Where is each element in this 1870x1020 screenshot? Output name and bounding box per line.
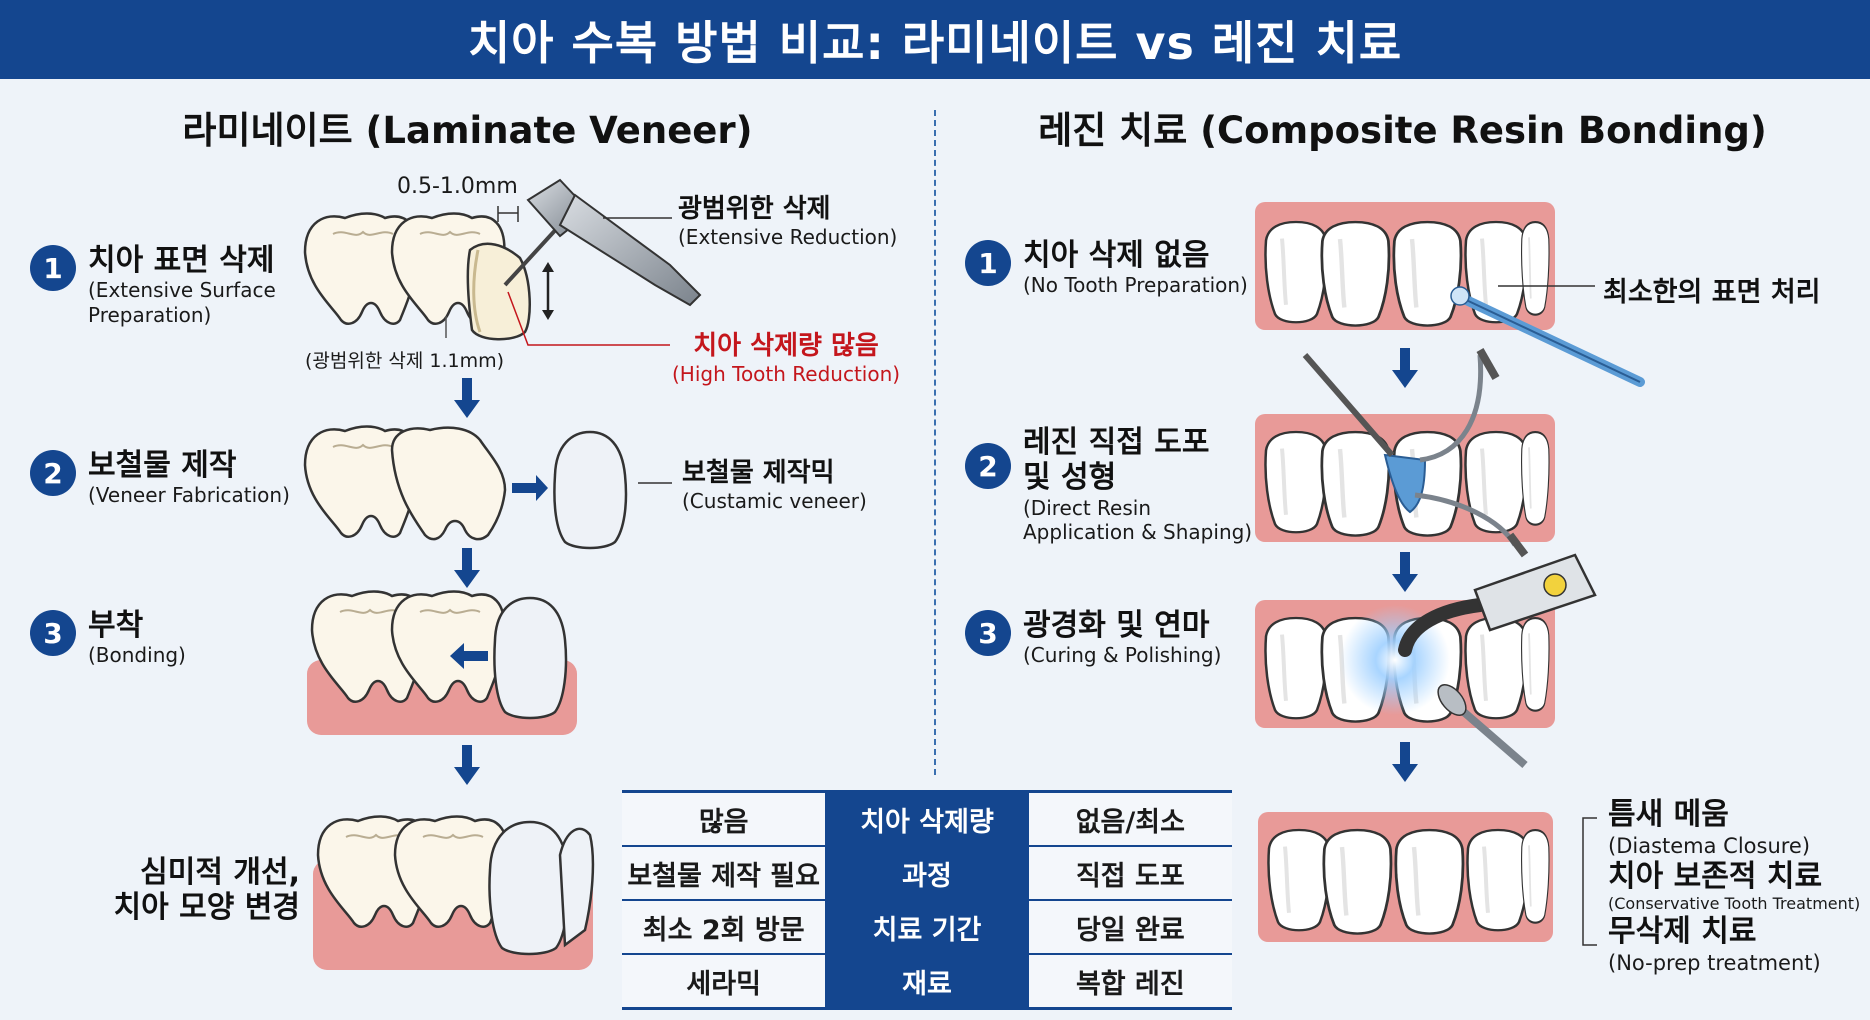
outcome-1-ko: 틈새 메움 <box>1608 797 1729 832</box>
veneer-label: 보철물 제작믹 (Custamic veneer) <box>682 452 867 513</box>
step-subtitle: (No Tooth Preparation) <box>1023 273 1248 298</box>
curing-light-icon <box>1398 553 1597 657</box>
step-title: 부착 <box>88 608 144 643</box>
step-subtitle: (Direct Resin Application & Shaping) <box>1023 495 1253 545</box>
laminate-cell: 보철물 제작 필요 <box>622 846 826 901</box>
laminate-bonding-teeth <box>307 590 577 735</box>
criterion-cell: 치아 삭제량 <box>825 791 1029 847</box>
resin-prep-teeth <box>1255 202 1555 330</box>
warning-label-ko: 치아 삭제량 많음 <box>693 331 879 361</box>
resin-result-teeth <box>1258 812 1553 942</box>
outcome-3-ko: 무삭제 치료 <box>1608 914 1757 950</box>
veneer-label-en: (Custamic veneer) <box>682 489 867 513</box>
laminate-prep-teeth <box>303 212 531 341</box>
criterion-cell: 과정 <box>825 846 1029 901</box>
veneer-shell <box>553 430 628 550</box>
laminate-fabrication-teeth <box>303 425 507 541</box>
measure-label: 0.5-1.0mm <box>397 174 518 199</box>
warning-label-en: (High Tooth Reduction) <box>672 362 901 386</box>
laminate-section-title: 라미네이트 (Laminate Veneer) <box>182 109 753 152</box>
laminate-step-2: 2 보철물 제작 (Veneer Fabrication) <box>30 448 300 508</box>
dental-drill-icon <box>503 178 702 320</box>
outcome-1-en: (Diastema Closure) <box>1608 833 1811 858</box>
step-number: 2 <box>30 450 76 496</box>
laminate-step-1: 1 치아 표면 삭제 (Extensive Surface Preparatio… <box>30 243 290 327</box>
outcome-2-en: (Conservative Tooth Treatment) <box>1608 894 1861 914</box>
step-title: 치아 표면 삭제 <box>88 243 275 278</box>
resin-section-title: 레진 치료 (Composite Resin Bonding) <box>1038 109 1767 152</box>
laminate-step-3: 3 부착 (Bonding) <box>30 608 290 668</box>
step-title: 광경화 및 연마 <box>1023 608 1210 643</box>
step-number: 1 <box>30 245 76 291</box>
arrow-left-icon <box>450 643 488 669</box>
step-number: 2 <box>965 443 1011 489</box>
table-row: 많음 치아 삭제량 없음/최소 <box>622 791 1232 847</box>
laminate-cell: 세라믹 <box>622 954 826 1010</box>
step-subtitle: (Curing & Polishing) <box>1023 643 1222 668</box>
resin-apply-teeth <box>1255 414 1555 542</box>
brush-applicator-icon <box>1450 286 1645 387</box>
laminate-cell: 많음 <box>622 791 826 847</box>
step-number: 3 <box>30 610 76 656</box>
reduction-label-en: (Extensive Reduction) <box>678 225 898 249</box>
resin-cell: 당일 완료 <box>1028 900 1232 955</box>
resin-cell: 없음/최소 <box>1028 791 1232 847</box>
criterion-cell: 재료 <box>825 954 1029 1010</box>
table-row: 보철물 제작 필요 과정 직접 도포 <box>622 846 1232 901</box>
laminate-result-teeth <box>313 815 595 970</box>
resin-cell: 복합 레진 <box>1028 954 1232 1010</box>
step-subtitle: (Veneer Fabrication) <box>88 483 290 508</box>
laminate-cell: 최소 2회 방문 <box>622 900 826 955</box>
step-subtitle: (Bonding) <box>88 643 186 668</box>
measure-marker <box>497 206 519 222</box>
veneer-label-ko: 보철물 제작믹 <box>682 458 835 488</box>
resin-cell: 직접 도포 <box>1028 846 1232 901</box>
arrow-right-icon <box>512 475 548 501</box>
comparison-table: 많음 치아 삭제량 없음/최소 보철물 제작 필요 과정 직접 도포 최소 2회… <box>622 790 1232 1010</box>
criterion-cell: 치료 기간 <box>825 900 1029 955</box>
step-title: 치아 삭제 없음 <box>1023 238 1210 273</box>
resin-step-1: 1 치아 삭제 없음 (No Tooth Preparation) <box>965 238 1265 298</box>
step-title: 보철물 제작 <box>88 448 237 483</box>
step-subtitle: (Extensive Surface Preparation) <box>88 278 276 327</box>
reduction-label-ko: 광범위한 삭제 <box>678 194 831 224</box>
warning-label: 치아 삭제량 많음 (High Tooth Reduction) <box>672 325 900 386</box>
step-number: 3 <box>965 610 1011 656</box>
page-title: 치아 수복 방법 비교: 라미네이트 vs 레진 치료 <box>467 15 1403 70</box>
step-number: 1 <box>965 240 1011 286</box>
outcome-2-ko: 치아 보존적 치료 <box>1608 858 1823 894</box>
laminate-outcome: 심미적 개선, 치아 모양 변경 <box>113 855 301 925</box>
polishing-tool-icon <box>1437 684 1528 769</box>
step-title: 레진 직접 도포 및 성형 <box>1023 425 1210 496</box>
header-bar: 치아 수복 방법 비교: 라미네이트 vs 레진 치료 <box>0 0 1870 79</box>
cut-note: (광범위한 삭제 1.1mm) <box>305 350 505 372</box>
dental-instruments-icon <box>1302 348 1529 558</box>
resin-outcomes: 틈새 메움 (Diastema Closure) 치아 보존적 치료 (Cons… <box>1608 797 1863 977</box>
table-row: 세라믹 재료 복합 레진 <box>622 954 1232 1010</box>
table-row: 최소 2회 방문 치료 기간 당일 완료 <box>622 900 1232 955</box>
outcome-3-en: (No-prep treatment) <box>1608 950 1821 975</box>
section-divider <box>934 110 936 775</box>
surface-label: 최소한의 표면 처리 <box>1603 277 1821 308</box>
resin-step-2: 2 레진 직접 도포 및 성형 (Direct Resin Applicatio… <box>965 425 1255 545</box>
reduction-label: 광범위한 삭제 (Extensive Reduction) <box>678 188 897 249</box>
resin-step-3: 3 광경화 및 연마 (Curing & Polishing) <box>965 608 1255 668</box>
